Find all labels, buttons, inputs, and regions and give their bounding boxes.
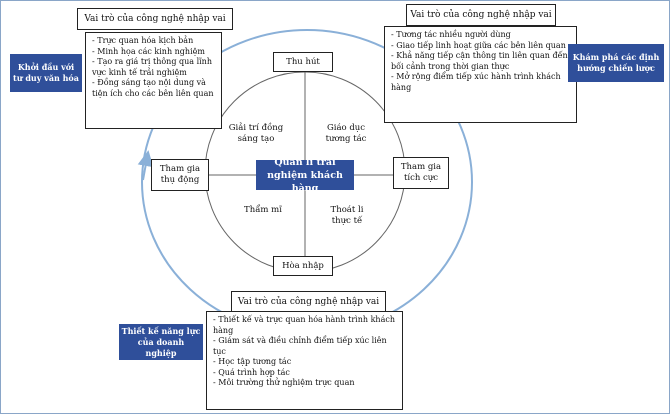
top-left-item-2: - Minh họa các kinh nghiệm (92, 46, 205, 56)
top-left-item-4: - Đồng sáng tạo nội dung và tiện ích cho… (92, 78, 214, 98)
top-left-item-3: - Tạo ra giá trị thông qua lĩnh vực kinh… (92, 57, 212, 77)
quadrant-top-right: Giáo dục tương tác (325, 123, 367, 144)
top-right-item-1: - Tương tác nhiều người dùng (391, 30, 511, 39)
bottom-item-1: - Thiết kế và trực quan hóa hành trình k… (213, 315, 395, 335)
axis-right-label: Tham gia tích cực (393, 157, 449, 189)
bottom-item-4: - Quá trình hợp tác (213, 367, 290, 377)
axis-left-label: Tham gia thụ động (151, 159, 209, 191)
quadrant-bottom-right: Thoát li thực tế (330, 205, 364, 226)
axis-top-label: Thu hút (273, 52, 333, 72)
bottom-item-2: - Giám sát và điều chỉnh điểm tiếp xúc l… (213, 336, 387, 356)
center-box: Quản lí trải nghiệm khách hàng (256, 157, 354, 194)
top-right-item-2: - Giao tiếp linh hoạt giữa các bên liên … (391, 40, 566, 50)
bottom-item-3: - Học tập tương tác (213, 357, 292, 366)
top-left-item-1: - Trực quan hóa kịch bản (92, 36, 194, 45)
bottom-item-5: - Môi trường thử nghiệm trực quan (213, 378, 355, 387)
bottom-body: - Thiết kế và trực quan hóa hành trình k… (206, 311, 403, 410)
top-left-body: - Trực quan hóa kịch bản - Minh họa các … (85, 32, 222, 129)
quadrant-bottom-left: Thẩm mĩ (244, 205, 282, 215)
top-right-header: Vai trò của công nghệ nhập vai (406, 4, 556, 26)
axis-bottom-label: Hòa nhập (273, 256, 333, 276)
top-right-body: - Tương tác nhiều người dùng - Giao tiếp… (384, 26, 577, 123)
stage-design: Thiết kế năng lực của doanh nghiệp (119, 324, 203, 360)
quadrant-top-left: Giải trí đồng sáng tạo (228, 123, 284, 144)
top-right-item-3: - Khả năng tiếp cận thông tin liên quan … (391, 51, 568, 71)
stage-explore: Khám phá các định hướng chiến lược (568, 44, 664, 82)
cycle-arrow (137, 150, 154, 181)
stage-start: Khởi đầu với tư duy văn hóa (10, 54, 82, 92)
bottom-header: Vai trò của công nghệ nhập vai (231, 291, 386, 313)
top-right-item-4: - Mở rộng điểm tiếp xúc hành trình khách… (391, 72, 561, 92)
top-left-header: Vai trò của công nghệ nhập vai (77, 8, 233, 30)
